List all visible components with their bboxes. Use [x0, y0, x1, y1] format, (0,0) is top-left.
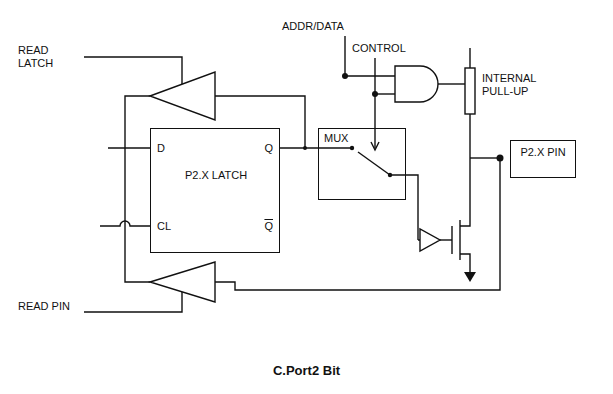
node-text: CL: [157, 220, 171, 233]
node-text: P2.X PIN: [515, 146, 571, 159]
node-text: Q: [264, 220, 273, 233]
signal-label: ADDR/DATA: [282, 20, 362, 33]
node-text: P2.X LATCH: [181, 169, 251, 182]
node-text: MUX: [324, 132, 348, 145]
signal-label: INTERNAL PULL-UP: [482, 72, 552, 98]
caption: C.Port2 Bit: [0, 364, 613, 377]
signal-label: CONTROL: [352, 42, 422, 55]
signal-label: READ LATCH: [18, 44, 82, 70]
signal-label: READ PIN: [18, 300, 82, 313]
pin-box: P2.X PIN: [510, 140, 576, 178]
node-text: D: [157, 142, 165, 155]
latch-box: D P2.X LATCH CL Q Q: [150, 128, 280, 253]
mux-box: MUX: [318, 128, 406, 200]
wire: [280, 147, 318, 148]
node-text: Q: [264, 142, 273, 155]
